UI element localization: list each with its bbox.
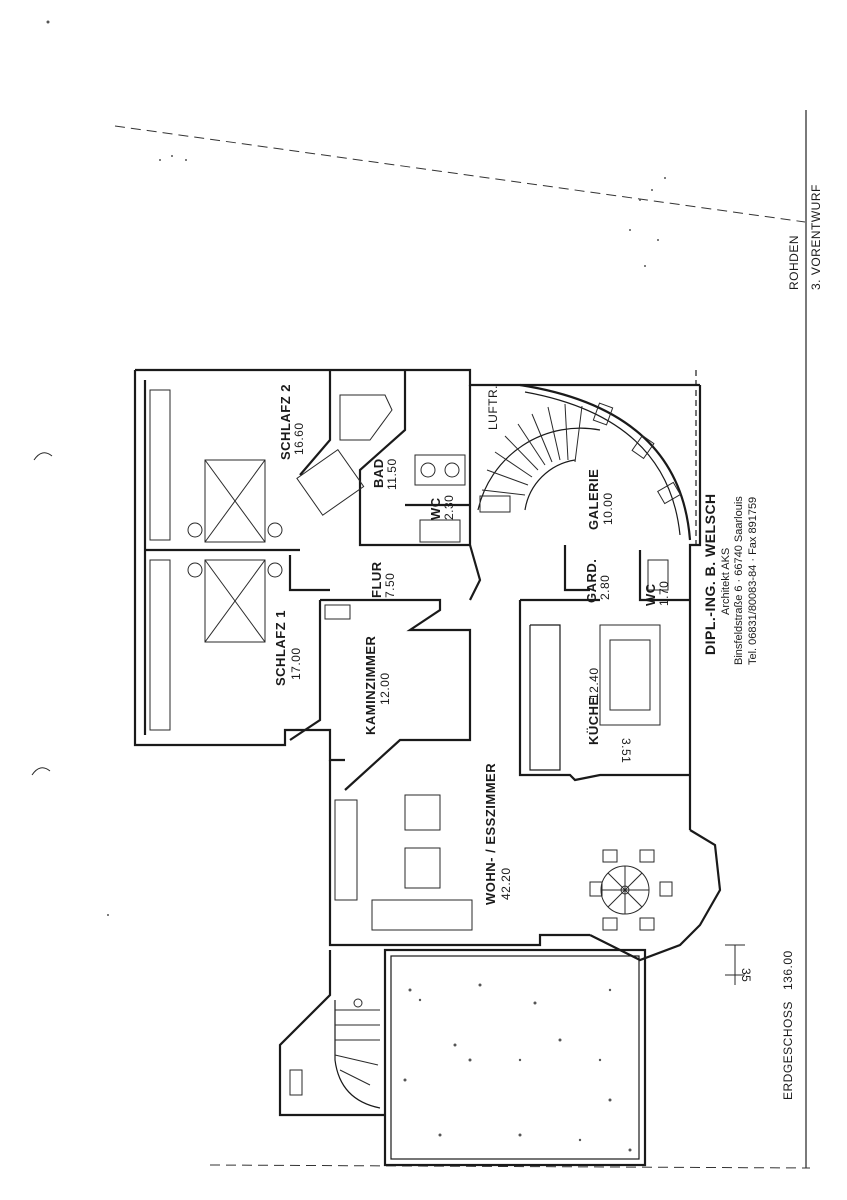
room-area-flur: 7.50: [383, 573, 397, 598]
room-label-wohn: WOHN- / ESSZIMMER: [483, 763, 498, 905]
kitchen-dimension: 3.51: [619, 738, 633, 763]
room-label-galerie: GALERIE: [586, 469, 601, 530]
room-area-wc1: 2.30: [442, 495, 456, 520]
room-label-wc1: WC: [428, 497, 443, 520]
outer-walls: [133, 368, 722, 962]
room-area-schlafz2: 16.60: [292, 422, 306, 455]
room-label-flur: FLUR: [369, 561, 384, 598]
room-label-gard: GARD.: [584, 559, 599, 603]
room-area-gard: 2.80: [598, 575, 612, 600]
floor-name: ERDGESCHOSS: [781, 1001, 795, 1100]
room-area-kaminzimmer: 12.00: [378, 672, 392, 705]
interior-walls: [288, 370, 690, 791]
terrace: [383, 948, 647, 1167]
luftraum-label: LUFTR.: [486, 385, 500, 430]
room-area-wc2: 1.70: [657, 581, 671, 606]
architect-stamp: DIPL.-ING. B. WELSCH Architekt AKS Binsf…: [702, 493, 759, 665]
architect-contact: Tel. 06831/80083-84 · Fax 891759: [747, 497, 759, 665]
room-area-wohn: 42.20: [499, 867, 513, 900]
property-boundary: [114, 110, 811, 1169]
room-label-wc2: WC: [643, 583, 658, 606]
room-area-galerie: 10.00: [601, 492, 615, 525]
dimension-marker: [725, 944, 745, 985]
galerie-curve: [519, 383, 692, 541]
architect-name: DIPL.-ING. B. WELSCH: [702, 493, 718, 655]
room-label-kaminzimmer: KAMINZIMMER: [363, 636, 378, 735]
room-label-schlafz1: SCHLAFZ 1: [273, 610, 288, 686]
entrance-stair: [278, 950, 385, 1117]
room-area-bad: 11.50: [385, 458, 399, 490]
room-area-schlafz1: 17.00: [289, 647, 303, 680]
furniture: [149, 389, 673, 931]
scan-noise: [31, 20, 666, 916]
room-label-schlafz2: SCHLAFZ 2: [278, 384, 293, 460]
room-label-kueche: KÜCHE: [586, 696, 601, 745]
architect-title: Architekt AKS: [720, 548, 732, 615]
draft-label: 3. VORENTWURF: [809, 184, 823, 290]
floor-total-area: 136.00: [781, 950, 795, 990]
project-name: ROHDEN: [787, 235, 801, 290]
room-label-bad: BAD: [371, 458, 386, 488]
spiral-staircase: [477, 403, 601, 513]
room-area-kueche: 12.40: [587, 667, 601, 700]
side-dimension: 35: [739, 968, 753, 982]
architect-address: Binsfeldstraße 6 · 66740 Saarlouis: [733, 496, 745, 665]
